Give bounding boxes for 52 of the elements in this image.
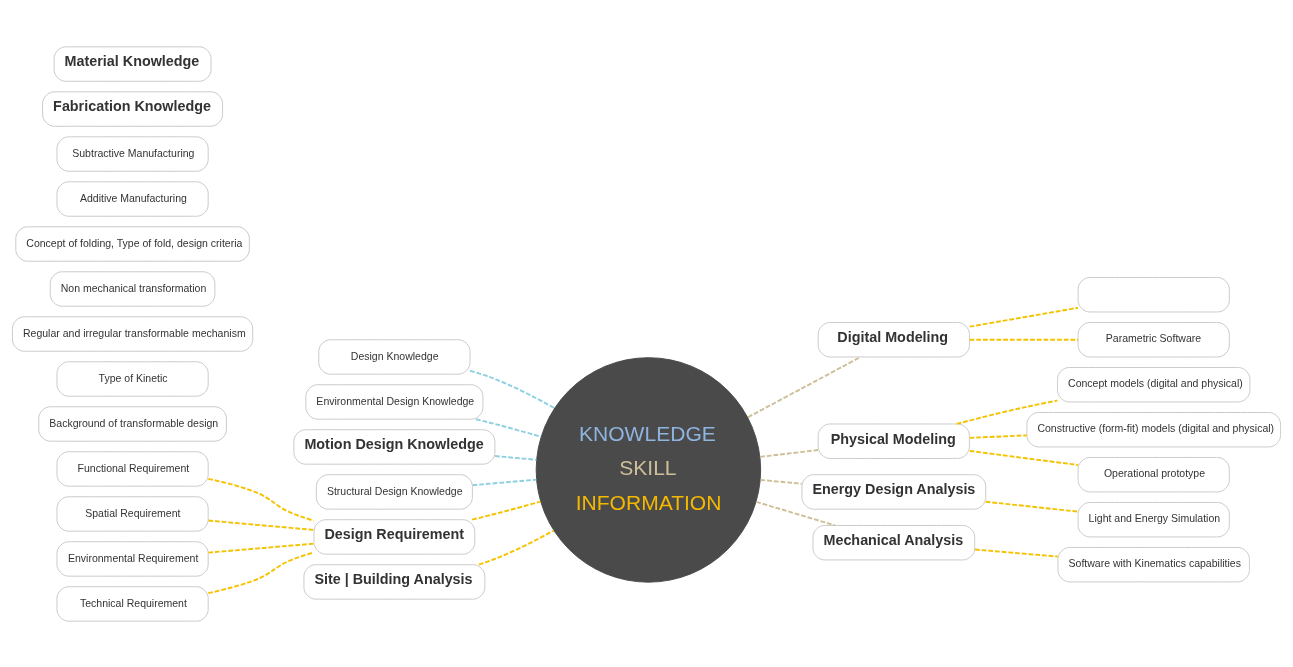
connector	[984, 500, 1079, 513]
node-box: Environmental Design Knowledge	[305, 383, 484, 420]
node-box: Type of Kinetic	[56, 360, 209, 397]
node-box: Regular and irregular transformable mechanism	[11, 315, 254, 352]
connector	[471, 500, 542, 521]
node-box: Subtractive Manufacturing	[56, 135, 209, 172]
connector	[968, 338, 1079, 341]
node-box: Digital Modeling	[817, 321, 970, 357]
node-box: Structural Design Knowledge	[315, 473, 473, 510]
node-box: Fabrication Knowledge	[42, 90, 224, 127]
node-box: Site | Building Analysis	[303, 563, 486, 600]
connector	[207, 477, 315, 522]
connector	[968, 306, 1079, 328]
connector	[968, 449, 1079, 466]
node-box: Non mechanical transformation	[49, 270, 216, 307]
connector	[207, 542, 315, 554]
connector	[968, 433, 1028, 439]
connector	[955, 399, 1059, 425]
connector	[755, 500, 836, 526]
node-box: Energy Design Analysis	[801, 473, 987, 510]
connector	[207, 551, 315, 594]
connector	[494, 454, 538, 461]
node-box: Concept models (digital and physical)	[1057, 366, 1251, 402]
connector	[469, 369, 556, 409]
node-box: Physical Modeling	[817, 423, 970, 459]
node-box: Light and Energy Simulation	[1077, 501, 1230, 537]
node-box: Software with Kinematics capabilities	[1057, 546, 1250, 582]
node-box: Design Knowledge	[318, 338, 471, 375]
node-box: Constructive (form-fit) models (digital and physical)	[1026, 411, 1282, 447]
connector	[747, 355, 862, 418]
node-box	[1077, 276, 1230, 312]
node-box: Material Knowledge	[53, 45, 212, 82]
connector	[471, 478, 538, 486]
connector	[974, 548, 1059, 558]
connector	[759, 448, 819, 458]
node-box: Additive Manufacturing	[56, 180, 209, 217]
connector	[474, 417, 542, 438]
node-box: Environmental Requirement	[56, 540, 209, 577]
connector	[207, 519, 315, 531]
node-box: Operational prototype	[1077, 456, 1230, 492]
node-box: Parametric Software	[1077, 321, 1230, 357]
connector	[759, 478, 803, 485]
node-box: Concept of folding, Type of fold, design criteria	[15, 225, 250, 262]
node-box: Functional Requirement	[56, 450, 209, 487]
node-box: Design Requirement	[313, 518, 476, 555]
connector	[477, 529, 555, 566]
node-circle: KNOWLEDGE SKILL INFORMATION	[535, 356, 762, 583]
node-box: Background of transformable design	[38, 405, 227, 442]
node-box: Technical Requirement	[56, 585, 209, 622]
node-box: Mechanical Analysis	[812, 524, 976, 560]
node-box: Spatial Requirement	[56, 495, 209, 532]
node-box: Motion Design Knowledge	[293, 428, 496, 465]
